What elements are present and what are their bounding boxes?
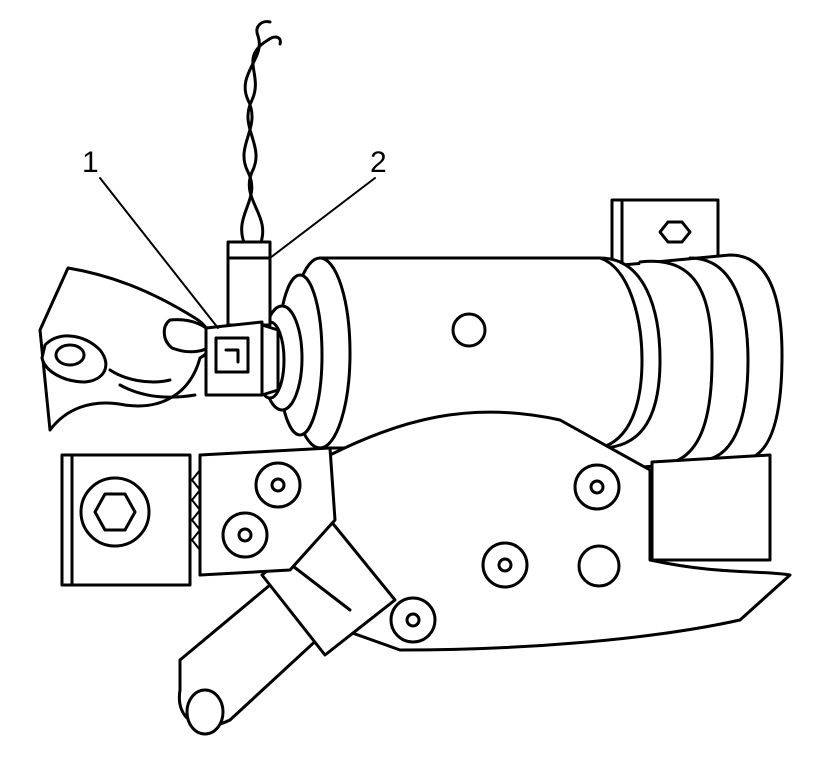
hand [38,266,217,432]
base-plate [258,410,792,652]
callout-1-label: 1 [82,146,99,179]
link-plate [190,446,337,577]
callout-2-leader [269,177,376,259]
callout-2-label: 2 [370,146,387,179]
callout-1-leader [99,177,219,329]
twisted-wire-pair [240,20,282,247]
hex-bolt-left [93,492,137,532]
hex-bolt-top [658,220,692,244]
left-mounting-block [60,453,192,587]
body-rivet-hole [451,312,487,348]
clamp-strap [588,253,784,562]
callout-leaders [99,177,376,329]
electrical-connector [204,240,280,397]
